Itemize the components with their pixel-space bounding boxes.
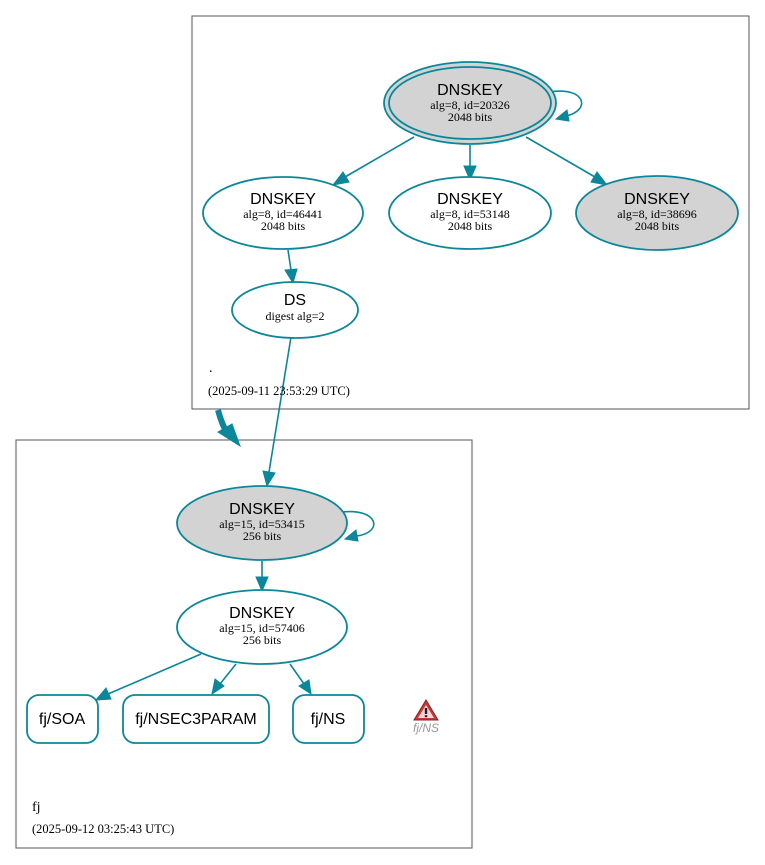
zone-name-root: .	[209, 361, 213, 376]
node-alg-id: alg=15, id=57406	[219, 621, 305, 635]
node-title: DS	[284, 292, 306, 309]
node-bits: 256 bits	[243, 529, 282, 543]
node-bits: 2048 bits	[635, 219, 680, 233]
node-bits: 2048 bits	[261, 219, 306, 233]
edges	[94, 90, 609, 701]
rrset-ns[interactable]: fj/NS	[292, 694, 365, 744]
node-bits: 2048 bits	[448, 110, 493, 124]
edge-root-ksk-to-38696	[525, 136, 596, 178]
node-root-dnskey-38696[interactable]: DNSKEY alg=8, id=38696 2048 bits	[575, 175, 739, 251]
warning-triangle-icon	[413, 699, 439, 721]
node-title: DNSKEY	[437, 191, 503, 208]
node-title: DNSKEY	[437, 82, 503, 99]
arrowhead-root-ksk-to-53148	[463, 165, 477, 182]
node-alg-id: alg=8, id=46441	[243, 207, 323, 221]
rrset-label: fj/NSEC3PARAM	[135, 711, 257, 728]
arrowhead-46441-to-ds	[284, 268, 298, 285]
edge-fj-ksk-self	[341, 510, 375, 537]
rrset-soa[interactable]: fj/SOA	[26, 694, 99, 744]
node-title: DNSKEY	[229, 605, 295, 622]
arrowhead-root-ksk-to-38696	[590, 171, 609, 186]
node-root-ksk[interactable]: DNSKEY alg=8, id=20326 2048 bits	[383, 61, 557, 145]
node-alg-id: alg=8, id=53148	[430, 207, 510, 221]
edge-zsk-to-nsec3param	[219, 663, 237, 685]
arrowhead-fj-ksk-to-zsk	[255, 576, 269, 593]
zone-timestamp-root: (2025-09-11 23:53:29 UTC)	[208, 384, 350, 398]
rrset-nsec3param[interactable]: fj/NSEC3PARAM	[122, 694, 270, 744]
arrowhead-ds-to-fj-ksk	[262, 470, 276, 488]
node-digest: digest alg=2	[265, 309, 324, 323]
node-root-dnskey-46441[interactable]: DNSKEY alg=8, id=46441 2048 bits	[202, 176, 364, 250]
node-fj-ksk[interactable]: DNSKEY alg=15, id=53415 256 bits	[176, 485, 348, 561]
node-alg-id: alg=8, id=20326	[430, 98, 510, 112]
node-title: DNSKEY	[250, 191, 316, 208]
arrowhead-fj-ksk-self	[343, 529, 359, 542]
node-root-ds[interactable]: DS digest alg=2	[231, 281, 359, 339]
arrowhead-root-ksk-self	[554, 109, 570, 122]
zone-name-fj: fj	[32, 800, 41, 815]
edge-root-ksk-self	[548, 90, 583, 117]
arrowhead-zsk-to-soa	[94, 687, 112, 701]
zone-timestamp-fj: (2025-09-12 03:25:43 UTC)	[32, 822, 174, 836]
warning-ns[interactable]: fj/NS	[413, 699, 439, 735]
rrset-label: fj/SOA	[39, 711, 86, 728]
warning-label: fj/NS	[413, 721, 439, 735]
node-title: DNSKEY	[624, 191, 690, 208]
arrowhead-zsk-to-ns	[298, 679, 312, 696]
edge-ds-to-fj-ksk	[268, 336, 292, 473]
arrowhead-root-ksk-to-46441	[331, 171, 350, 186]
node-bits: 256 bits	[243, 633, 282, 647]
node-fj-zsk[interactable]: DNSKEY alg=15, id=57406 256 bits	[176, 589, 348, 665]
node-root-dnskey-53148[interactable]: DNSKEY alg=8, id=53148 2048 bits	[388, 176, 552, 250]
node-alg-id: alg=15, id=53415	[219, 517, 305, 531]
node-bits: 2048 bits	[448, 219, 493, 233]
edge-zsk-to-soa	[107, 653, 202, 695]
node-title: DNSKEY	[229, 501, 295, 518]
arrowhead-zsk-to-nsec3param	[211, 678, 225, 696]
rrset-label: fj/NS	[311, 711, 346, 728]
arrowhead-delegation	[217, 423, 241, 448]
edge-zsk-to-ns	[289, 663, 305, 685]
edge-46441-to-ds	[287, 249, 292, 271]
node-alg-id: alg=8, id=38696	[617, 207, 697, 221]
edge-root-ksk-to-46441	[344, 136, 415, 178]
